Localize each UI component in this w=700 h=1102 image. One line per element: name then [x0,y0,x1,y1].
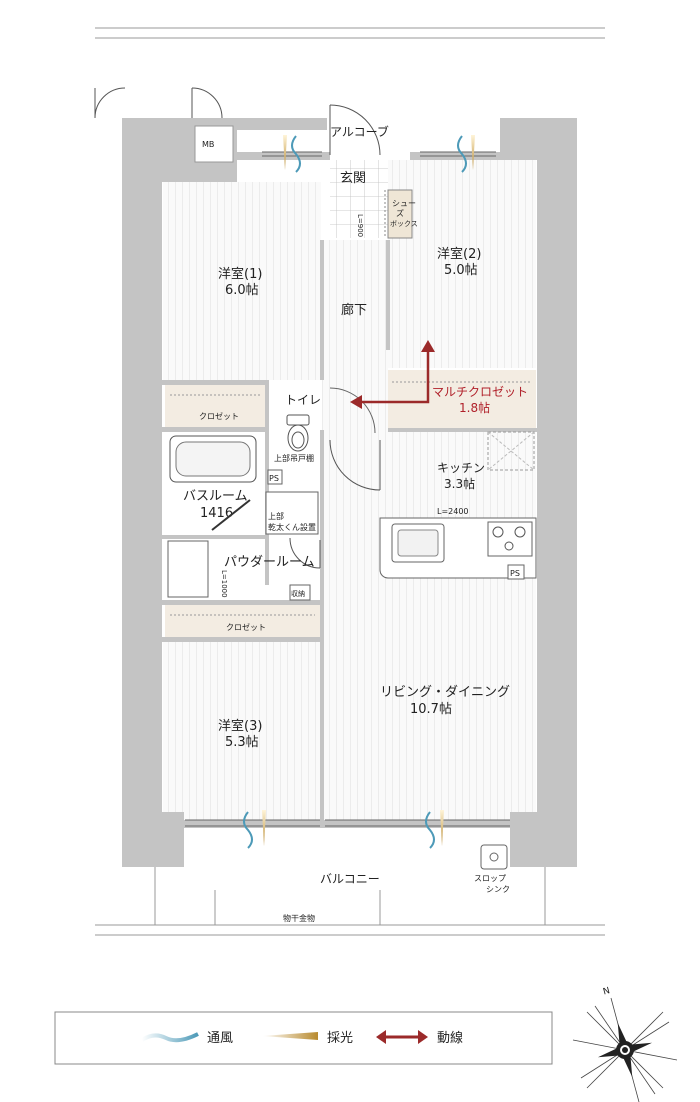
slop-sink-line2: シンク [486,885,510,894]
windows-top [185,151,510,827]
top-boundary-lines [95,27,605,39]
slop-sink-line1: スロップ [474,874,506,883]
kitchen-name: キッチン [437,461,485,475]
legend-lighting-label: 採光 [327,1031,353,1046]
toilet-icon [286,414,310,452]
slop-sink-icon [480,844,508,870]
living-name: リビング・ダイニング [380,685,510,700]
alcove-label: アルコーブ [330,124,389,139]
ps2-box [507,564,525,580]
dryer-line1: 上部 [268,511,284,521]
shoe-box [387,189,413,239]
ps2-label: PS [510,569,520,578]
mb-label: MB [202,140,214,149]
ps1-box [267,469,283,485]
mb-box [194,125,234,163]
kitchen-skylight [487,431,535,471]
western2-size: 5.0帖 [444,263,478,278]
compass-icon [572,997,678,1102]
kitchen-size: 3.3帖 [444,476,475,491]
powder-dim: L=1000 [220,570,228,598]
legend-circulation-label: 動線 [437,1030,463,1046]
dryer-box [265,491,319,535]
living-size: 10.7帖 [410,702,452,717]
circulation-arrow-left [350,395,362,409]
closet1-label: クロゼット [199,411,239,421]
floor-western3 [163,640,321,825]
shoe-box-line3: ボックス [390,220,418,228]
floor-western2 [388,160,536,368]
shoe-box-dim: L=900 [356,214,364,237]
genkan-label: 玄関 [340,171,366,186]
ventilation-markers [243,135,467,849]
storage-box [289,584,311,601]
kitchen-counter [379,517,537,579]
multi-closet-name: マルチクロゼット [432,385,528,399]
balcony-lines [95,867,605,936]
floor-hallway [322,240,388,430]
western3-name: 洋室(3) [218,718,262,734]
western2-name: 洋室(2) [437,246,481,262]
circulation-arrows [356,345,430,404]
hallway-label: 廊下 [341,302,367,318]
drying-hardware-label: 物干金物 [283,913,315,923]
legend-wind-icon [140,1032,199,1043]
vanity-icon [167,540,209,598]
dryer-line2: 乾太くん設置 [268,522,316,532]
door-swings [94,87,381,569]
walls [122,118,577,867]
circulation-arrow-up [421,340,435,352]
western1-name: 洋室(1) [218,266,262,282]
legend-ventilation-label: 通風 [207,1031,233,1046]
western3-size: 5.3帖 [225,735,259,750]
lighting-markers [262,135,475,846]
storage-label: 収納 [291,589,305,598]
floor-ldk [322,430,536,825]
closet3-label: クロゼット [226,622,266,632]
shoe-box-line2: ズ [396,208,404,218]
western1-size: 6.0帖 [225,283,259,298]
bathroom-name: バスルーム [183,489,248,504]
ps1-label: PS [269,474,279,483]
toilet-label: トイレ [285,393,321,407]
floor-closet1 [165,385,265,427]
compass-north-label: N [602,986,611,997]
powder-label: パウダールーム [224,555,315,570]
floor-genkan [330,160,388,238]
floor-western1 [163,182,321,380]
balcony-label: バルコニー [320,872,380,886]
kitchen-dim: L=2400 [437,507,469,516]
bathtub-icon [169,435,257,483]
shoe-box-line1: シュー [392,199,416,208]
legend-light-icon [262,1032,318,1040]
legend-circulation-icon [376,1030,428,1044]
multi-closet-size: 1.8帖 [459,400,490,415]
bathroom-size: 1416 [200,506,233,521]
toilet-shelf-label: 上部吊戸棚 [274,453,314,463]
floor-closet3 [165,605,320,640]
